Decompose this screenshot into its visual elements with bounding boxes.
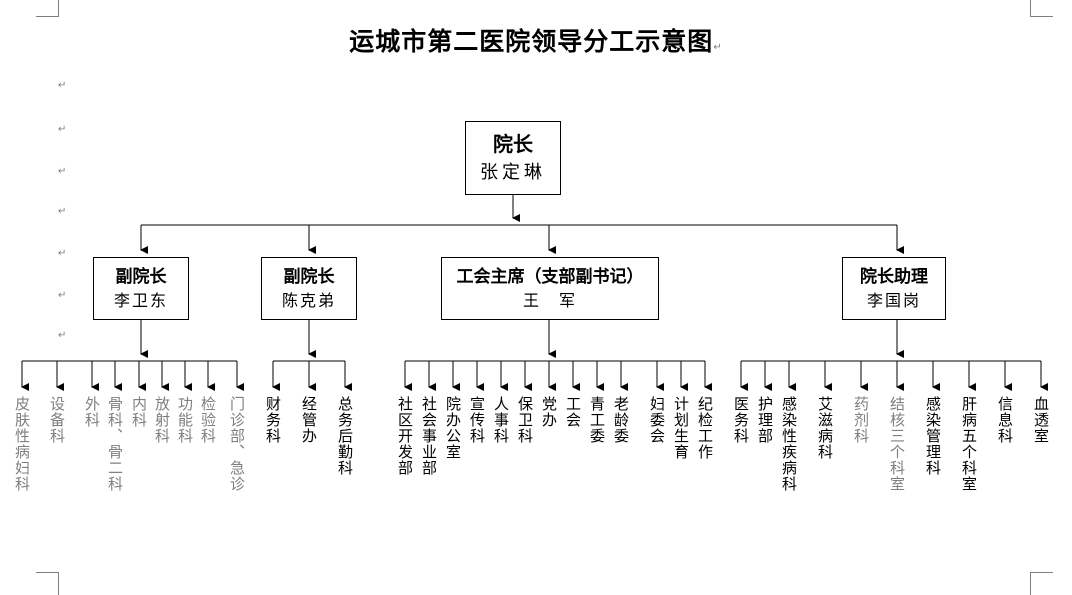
leader-role: 院长助理 [860,266,928,287]
department-label: 老龄委 [612,396,630,444]
leader-role: 副院长 [115,266,167,287]
leader-name: 王 军 [522,290,577,310]
department-label: 放射科 [153,396,171,444]
chart-title-text: 运城市第二医院领导分工示意图 [349,27,714,56]
leader-box-union-chair: 工会主席（支部副书记） 王 军 [441,257,659,320]
department-label: 检验科 [199,396,217,444]
department-label: 感染管理科 [924,396,942,476]
leader-name: 李国岗 [866,290,921,310]
paragraph-mark: ↵ [58,124,67,135]
department-label: 人事科 [492,396,510,444]
department-label: 血透室 [1032,396,1050,444]
crop-mark-top-right [1030,0,1053,17]
paragraph-mark: ↵ [58,166,67,177]
department-label: 青工委 [588,396,606,444]
department-label: 计划生育 [672,396,690,460]
department-label: 骨科、骨二科 [106,396,124,492]
department-label: 艾滋病科 [816,396,834,460]
department-label: 内科 [130,396,148,428]
department-label: 保卫科 [516,396,534,444]
department-label: 社区开发部 [396,396,414,476]
director-box: 院长 张定琳 [465,121,561,195]
leader-box-vice-director-1: 副院长 李卫东 [93,257,189,320]
leader-box-vice-director-2: 副院长 陈克弟 [261,257,357,320]
crop-mark-top-left [36,0,59,17]
leader-name: 陈克弟 [281,290,336,310]
department-label: 宣传科 [468,396,486,444]
department-label: 经管办 [300,396,318,444]
leader-role: 副院长 [283,266,335,287]
crop-mark-bottom-right [1030,572,1053,595]
department-label: 总务后勤科 [336,396,354,476]
department-label: 皮肤性病妇科 [13,396,31,492]
paragraph-mark: ↵ [58,206,67,217]
chart-title: 运城市第二医院领导分工示意图↵ [0,22,1072,58]
department-label: 工会 [564,396,582,428]
department-label: 护理部 [756,396,774,444]
department-label: 肝病五个科室 [960,396,978,492]
paragraph-mark: ↵ [58,248,67,259]
department-label: 设备科 [48,396,66,444]
paragraph-mark: ↵ [58,330,67,341]
department-label: 党办 [540,396,558,428]
crop-mark-bottom-left [36,572,59,595]
department-label: 感染性疾病科 [780,396,798,492]
department-label: 门诊部、急诊 [228,396,246,492]
director-role: 院长 [493,132,533,156]
leader-role: 工会主席（支部副书记） [456,266,644,287]
department-label: 功能科 [176,396,194,444]
leader-box-director-assistant: 院长助理 李国岗 [842,257,946,320]
department-label: 财务科 [264,396,282,444]
director-name: 张定琳 [480,162,546,183]
paragraph-mark: ↵ [713,42,723,53]
department-label: 结核三个科室 [888,396,906,492]
leader-name: 李卫东 [113,290,168,310]
department-label: 医务科 [732,396,750,444]
department-label: 妇委会 [648,396,666,444]
department-label: 院办公室 [444,396,462,460]
department-label: 药剂科 [852,396,870,444]
paragraph-mark: ↵ [58,80,67,91]
department-label: 外科 [83,396,101,428]
department-label: 社会事业部 [420,396,438,476]
paragraph-mark: ↵ [58,290,67,301]
department-label: 信息科 [996,396,1014,444]
department-label: 纪检工作 [696,396,714,460]
